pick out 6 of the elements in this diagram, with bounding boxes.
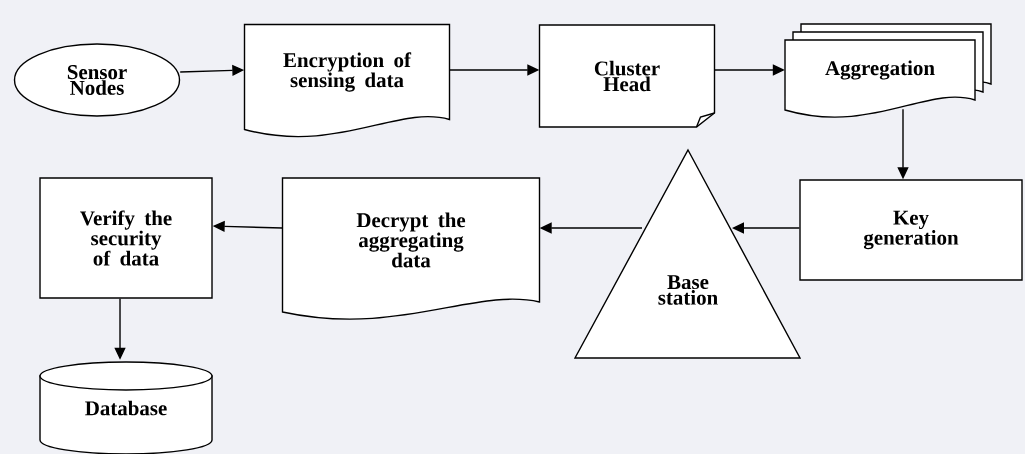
process-box: Verify the security of data: [39, 177, 213, 299]
ellipse-node: Sensor Nodes: [13, 43, 181, 117]
database-cylinder: Database: [39, 361, 213, 454]
process-box: Cluster Head: [538, 24, 716, 128]
arrow: [732, 222, 800, 234]
process-box: Key generation: [799, 179, 1023, 281]
